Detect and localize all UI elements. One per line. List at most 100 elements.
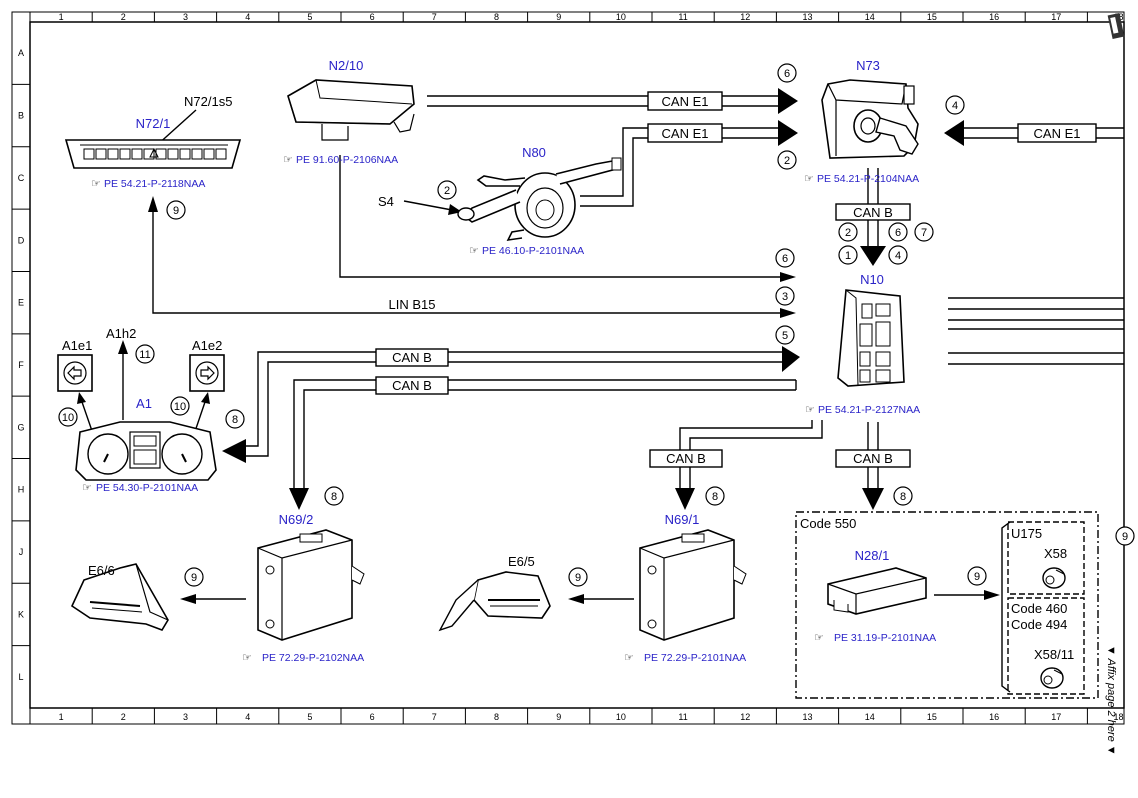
column-number: 15	[927, 12, 937, 22]
column-number: 15	[927, 712, 937, 722]
row-letter: E	[18, 298, 24, 308]
column-number: 18	[1113, 712, 1123, 722]
row-letter: H	[18, 485, 25, 495]
svg-text:4: 4	[895, 250, 901, 262]
column-number: 3	[183, 712, 188, 722]
column-number: 13	[802, 712, 812, 722]
svg-text:CAN B: CAN B	[666, 451, 706, 466]
column-number: 1	[59, 712, 64, 722]
reference-icon: ☞	[624, 652, 634, 664]
svg-text:2: 2	[845, 227, 851, 239]
svg-text:PE 54.30-P-2101NAA: PE 54.30-P-2101NAA	[96, 482, 198, 494]
svg-text:2: 2	[444, 185, 450, 197]
component-e6-6: E6/6	[70, 563, 169, 631]
column-number: 14	[865, 712, 875, 722]
svg-text:N72/1: N72/1	[136, 116, 171, 131]
label-a1h2: A1h2	[106, 326, 136, 341]
row-letter: A	[18, 48, 24, 58]
line-n69-1-to-e6-5	[568, 594, 634, 604]
svg-text:N28/1: N28/1	[855, 548, 890, 563]
marker: 11	[135, 344, 155, 364]
marker: 2	[437, 180, 457, 200]
bus-label-can-e1-middle: CAN E1	[647, 123, 723, 143]
component-n69-1: N69/1 ☞ PE 72.29-P-2101NAA	[624, 512, 747, 664]
column-number: 4	[245, 712, 250, 722]
bus-label-can-e1-right: CAN E1	[1017, 123, 1097, 143]
svg-text:11: 11	[139, 349, 150, 361]
column-number: 6	[370, 712, 375, 722]
svg-text:N73: N73	[856, 58, 880, 73]
svg-text:CAN E1: CAN E1	[1034, 126, 1081, 141]
svg-text:8: 8	[232, 414, 238, 426]
marker: 8	[893, 486, 913, 506]
svg-text:CAN B: CAN B	[392, 378, 432, 393]
svg-text:N80: N80	[522, 145, 546, 160]
column-number: 14	[865, 12, 875, 22]
marker: 6	[888, 222, 908, 242]
column-number: 8	[494, 712, 499, 722]
component-n28-1: N28/1 ☞ PE 31.19-P-2101NAA	[814, 548, 936, 644]
row-letter: D	[18, 235, 25, 245]
row-letter: L	[18, 672, 23, 682]
svg-text:9: 9	[191, 572, 197, 584]
column-number: 2	[121, 12, 126, 22]
drawing-frame	[11, 11, 1125, 725]
svg-text:X58/11: X58/11	[1034, 647, 1074, 662]
row-letter: J	[19, 547, 24, 557]
column-number: 4	[245, 12, 250, 22]
svg-text:PE 72.29-P-2101NAA: PE 72.29-P-2101NAA	[644, 652, 746, 664]
svg-text:CAN E1: CAN E1	[662, 126, 709, 141]
svg-text:A1e2: A1e2	[192, 338, 222, 353]
svg-text:U175: U175	[1011, 526, 1042, 541]
svg-text:Code 494: Code 494	[1011, 617, 1067, 632]
line-n2-10-to-n10	[339, 155, 796, 282]
marker: 10	[170, 396, 190, 416]
side-note: ▼ Affix page 2 here ▼	[1105, 645, 1117, 756]
column-number: 12	[740, 712, 750, 722]
column-number: 17	[1051, 712, 1061, 722]
reference-icon: ☞	[82, 482, 92, 494]
reference-icon: ☞	[242, 652, 252, 664]
reference-icon: ☞	[804, 173, 814, 185]
svg-text:1: 1	[845, 250, 851, 262]
marker: 3	[775, 286, 795, 306]
marker: 8	[225, 409, 245, 429]
svg-text:Code 460: Code 460	[1011, 601, 1067, 616]
socket-x58-11-icon	[1040, 667, 1064, 689]
svg-text:CAN B: CAN B	[853, 205, 893, 220]
svg-text:9: 9	[1122, 531, 1128, 543]
svg-text:CAN B: CAN B	[392, 350, 432, 365]
column-number: 9	[556, 12, 561, 22]
bus-label-can-b-code-550: CAN B	[835, 449, 911, 468]
marker: 6	[775, 248, 795, 268]
svg-text:4: 4	[952, 100, 958, 112]
svg-text:5: 5	[782, 330, 788, 342]
column-number: 6	[370, 12, 375, 22]
s4-pointer	[403, 200, 462, 215]
code-550-region: Code 550	[795, 511, 1099, 699]
svg-text:2: 2	[784, 155, 790, 167]
column-number: 11	[678, 12, 687, 22]
row-letter: F	[18, 360, 24, 370]
marker: 8	[705, 486, 725, 506]
can-b-line-a1-to-n10	[222, 346, 800, 463]
svg-text:N10: N10	[860, 272, 884, 287]
outgoing-lines-right	[948, 297, 1124, 365]
column-number: 7	[432, 12, 437, 22]
bus-label-can-b-a1: CAN B	[375, 348, 449, 367]
bus-label-can-e1-top: CAN E1	[647, 91, 723, 111]
svg-text:6: 6	[895, 227, 901, 239]
svg-text:PE 31.19-P-2101NAA: PE 31.19-P-2101NAA	[834, 632, 936, 644]
reference-icon: ☞	[805, 404, 815, 416]
marker: 10	[58, 407, 78, 427]
marker: 2	[777, 150, 797, 170]
line-n69-2-to-e6-6	[180, 594, 246, 604]
column-number: 1	[59, 12, 64, 22]
column-number: 3	[183, 12, 188, 22]
row-letter: C	[18, 173, 25, 183]
can-b-line-n10-to-n69-2	[289, 379, 797, 510]
column-number: 8	[494, 12, 499, 22]
column-number: 16	[989, 12, 999, 22]
svg-text:Code 550: Code 550	[800, 516, 856, 531]
svg-text:X58: X58	[1044, 546, 1067, 561]
